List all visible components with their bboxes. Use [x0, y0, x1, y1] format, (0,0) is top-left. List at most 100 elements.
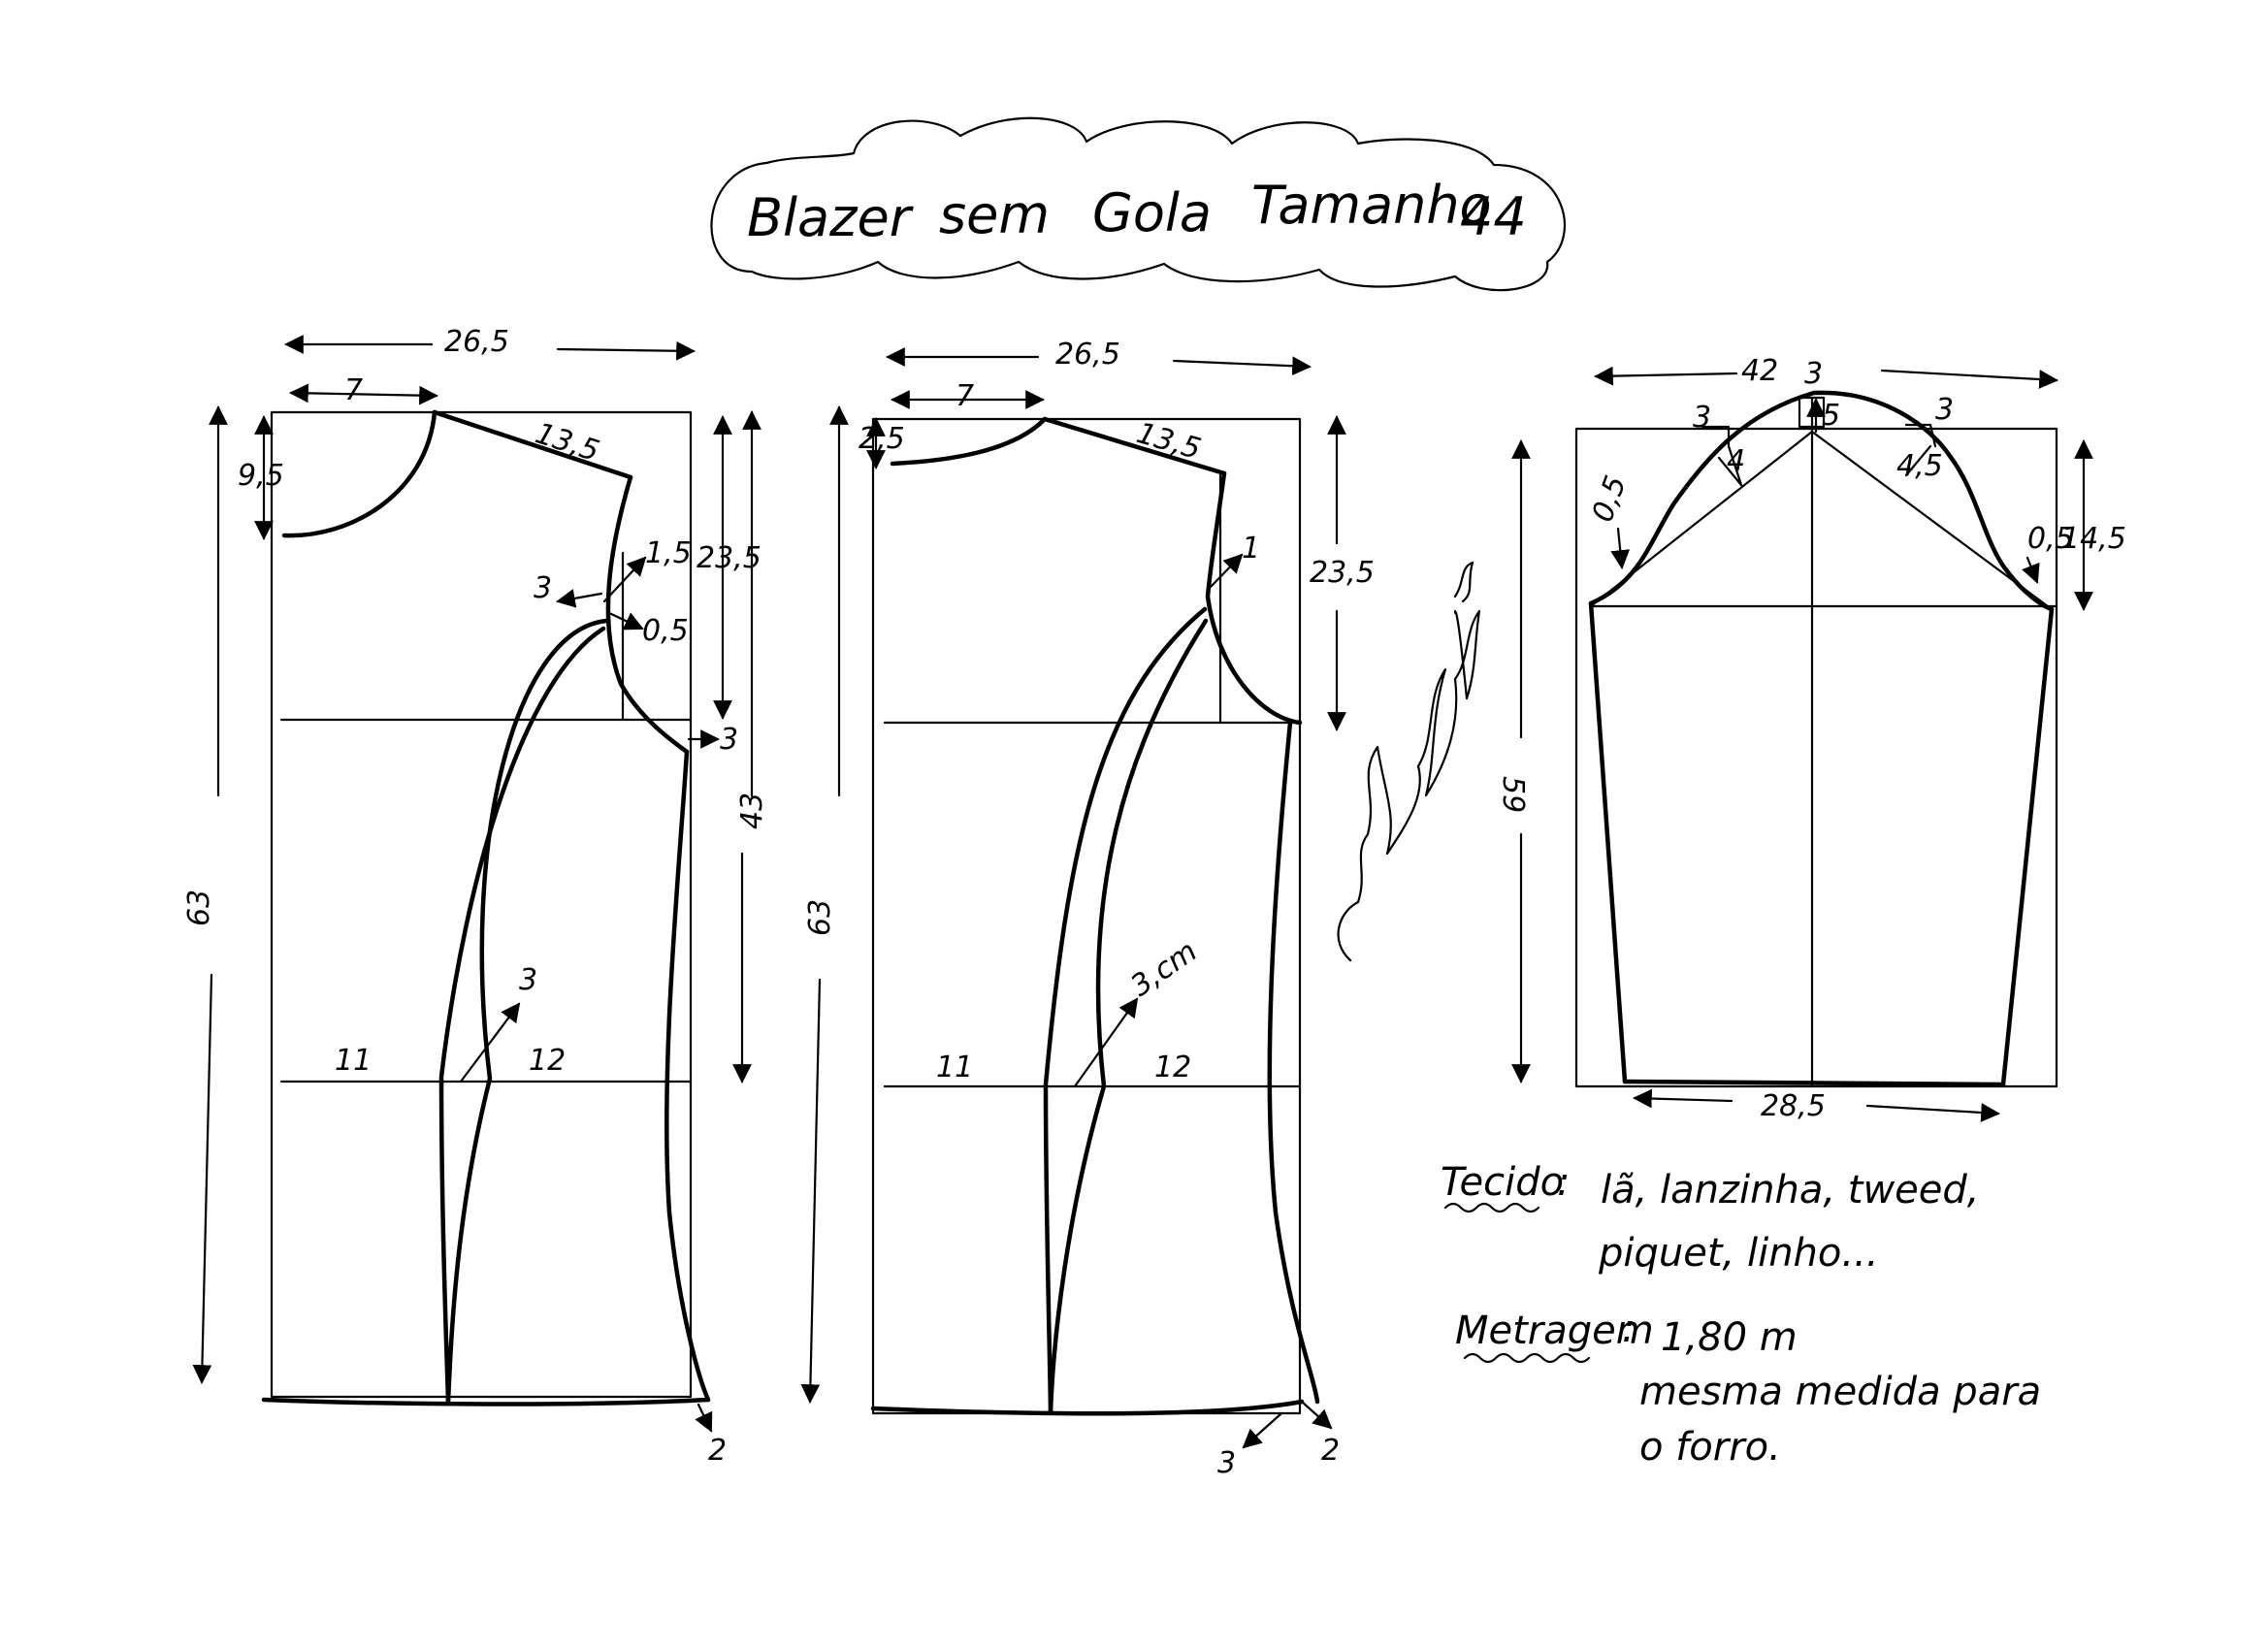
- sleeve-right-depth-label: 4,5: [1896, 449, 1943, 483]
- fabric-colon: :: [1557, 1160, 1570, 1205]
- title-word-blazer: Blazer: [747, 187, 914, 248]
- front-piece: 26,5 7 13,5 2,5 23,5 63 1 3,cm 11 12 3 2: [800, 338, 1375, 1480]
- back-side-out-arrow: [602, 556, 647, 603]
- sleeve-left-guide-marks: [1701, 425, 1743, 487]
- back-dart-arrow: [459, 1002, 521, 1083]
- sleeve-cap-top-label: 3: [1804, 357, 1823, 391]
- back-princess-seam-2: [445, 618, 609, 1405]
- back-side-out-label: 1,5: [645, 536, 692, 570]
- back-shoulder-label: 13,5: [532, 416, 603, 469]
- front-armhole-curve: [1205, 470, 1303, 726]
- title-word-tamanho: Tamanho: [1251, 175, 1492, 236]
- sleeve-cuff-width-label: 28,5: [1761, 1089, 1826, 1123]
- back-curve-offset-arrow: [556, 589, 603, 608]
- sleeve-right-seam: [2000, 606, 2055, 1087]
- signature: [1337, 561, 1481, 962]
- sleeve-right-guide-label: 3: [1935, 393, 1954, 427]
- front-neck-drop-label: 2,5: [859, 422, 905, 456]
- sleeve-cap-width-label: 42: [1741, 354, 1778, 388]
- sleeve-cap-center-label: 5: [1822, 399, 1840, 433]
- sleeve-left-edge-arrow: [1610, 527, 1631, 569]
- sleeve-cap-width-arrow-right: [1880, 369, 2058, 389]
- front-hem-left-label: 3: [1217, 1446, 1236, 1480]
- sleeve-top-guide-marks: [1798, 396, 1826, 429]
- fabric-list-line1: lã, lanzinha, tweed,: [1601, 1168, 1980, 1212]
- fabric-list-line2: piquet, linho...: [1598, 1231, 1879, 1276]
- fabric-notes: Tecido : lã, lanzinha, tweed, piquet, li…: [1441, 1160, 2041, 1470]
- yardage-colon: :: [1622, 1307, 1635, 1351]
- sleeve-cuff-line: [1622, 1079, 2006, 1087]
- front-guide-rect: [871, 417, 1302, 1415]
- back-waist-left-label: 11: [335, 1044, 372, 1078]
- back-curve-offset-label: 3: [534, 571, 552, 605]
- yardage-line3: o forro.: [1639, 1425, 1781, 1470]
- sleeve-cap-width-arrow-left: [1594, 366, 1738, 386]
- yardage-line2: mesma medida para: [1639, 1370, 2041, 1414]
- sleeve-left-seam: [1588, 600, 1628, 1084]
- back-shoulder-seam: [432, 409, 633, 480]
- title-word-size: 44: [1460, 186, 1527, 247]
- back-waist-right-label: 12: [529, 1044, 566, 1078]
- front-princess-seam: [1043, 606, 1208, 1414]
- back-hem: [261, 1397, 711, 1406]
- back-hem-ext-arrow: [695, 1403, 713, 1433]
- back-length-label: 63: [182, 889, 216, 926]
- back-side-seam: [664, 749, 711, 1403]
- cloud-outline: [710, 116, 1567, 292]
- title-cloud: Blazer sem Gola Tamanho 44: [710, 116, 1567, 292]
- back-armhole-curve: [605, 474, 690, 755]
- front-side-seam: [1267, 720, 1320, 1405]
- back-width-label: 26,5: [444, 325, 509, 359]
- sleeve-piece: 42 3 5 3 4 3 4,5 0,5 0,5 14,5 59 28,5: [1496, 354, 2126, 1123]
- back-armhole-depth-label: 23,5: [697, 541, 761, 575]
- sleeve-length-label: 59: [1496, 776, 1530, 813]
- sleeve-cuff-arrow-left: [1633, 1088, 1733, 1109]
- sleeve-right-guide-marks: [1904, 423, 1937, 477]
- sleeve-left-guide-label: 3: [1693, 401, 1711, 435]
- back-guide-rect: [270, 410, 693, 1399]
- yardage-label: Metragem: [1455, 1309, 1654, 1353]
- front-dart-arrow: [1073, 997, 1139, 1088]
- back-side-ext-label: 3: [720, 723, 738, 757]
- front-side-out-label: 1: [1242, 532, 1260, 566]
- front-waist-right-label: 12: [1154, 1051, 1191, 1084]
- front-neckline: [890, 416, 1048, 467]
- back-armhole-in-arrow: [607, 611, 644, 630]
- back-waist-to-top-label: 43: [735, 792, 769, 829]
- sleeve-left-edge-label: 0,5: [1586, 471, 1634, 527]
- back-neck-width-label: 7: [344, 373, 363, 407]
- title-word-gola: Gola: [1092, 182, 1212, 243]
- front-armhole-depth-label: 23,5: [1310, 556, 1375, 590]
- back-neckline: [281, 409, 437, 538]
- front-shoulder-label: 13,5: [1133, 416, 1205, 467]
- back-armhole-in-label: 0,5: [642, 614, 689, 648]
- front-hem-left-arrow: [1242, 1412, 1282, 1449]
- back-neck-width-arrow: [289, 383, 438, 405]
- back-princess-seam: [438, 626, 606, 1405]
- front-length-arrow-bottom: [800, 978, 822, 1404]
- front-hem-right-label: 2: [1321, 1434, 1340, 1468]
- sleeve-cuff-arrow-right: [1865, 1103, 2000, 1122]
- back-hem-ext-label: 2: [708, 1434, 727, 1468]
- back-width-arrow-right: [556, 340, 696, 361]
- fabric-label-underline: [1443, 1202, 1540, 1213]
- front-side-out-arrow: [1209, 553, 1244, 589]
- front-princess-seam-2: [1048, 618, 1209, 1414]
- signature-scribble: [1337, 561, 1481, 962]
- yardage-value: 1,80 m: [1661, 1315, 1798, 1360]
- front-width-arrow-right: [1172, 356, 1312, 376]
- back-length-arrow-bottom: [192, 973, 213, 1384]
- back-neck-depth-label: 9,5: [238, 459, 284, 493]
- title-word-sem: sem: [939, 184, 1050, 245]
- front-length-label: 63: [803, 899, 837, 936]
- sleeve-cap-height-label: 14,5: [2061, 522, 2126, 556]
- front-dart-label: 3,cm: [1125, 934, 1204, 1003]
- back-piece: 26,5 7 13,5 9,5 23,5 63 43 1,5 3 0,5 3 3…: [182, 325, 769, 1468]
- yardage-label-underline: [1463, 1352, 1591, 1364]
- back-dart-label: 3: [519, 963, 537, 997]
- sleeve-right-edge-label: 0,5: [2027, 522, 2074, 556]
- sleeve-left-depth-label: 4: [1727, 444, 1745, 478]
- sleeve-cap-curve: [1588, 390, 2055, 612]
- front-waist-left-label: 11: [936, 1051, 973, 1084]
